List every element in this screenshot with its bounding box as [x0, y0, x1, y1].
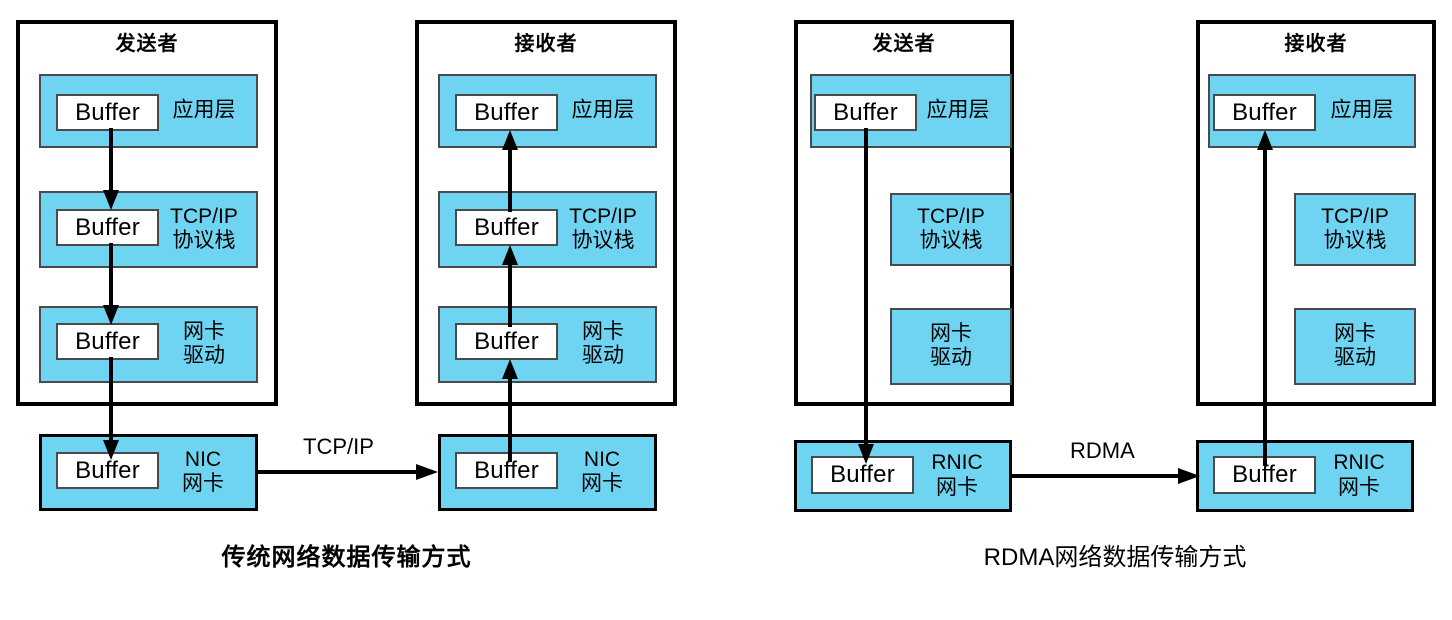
- traditional-sender-app-buffer: Buffer: [56, 94, 159, 131]
- traditional-receiver-nic-buffer: Buffer: [455, 452, 558, 489]
- traditional-receiver-arrow-driver-to-tcp: [499, 243, 521, 327]
- traditional-sender-nic-buffer: Buffer: [56, 452, 159, 489]
- traditional-sender-arrow-tcp-to-driver: [100, 243, 122, 327]
- rdma-receiver-app-buffer: Buffer: [1213, 94, 1316, 131]
- rdma-receiver-title: 接收者: [1284, 33, 1348, 55]
- rdma-sender-driver-layer-label: 网卡 驱动: [930, 321, 972, 370]
- traditional-receiver-nic-label: NIC 网卡: [581, 447, 623, 496]
- traditional-sender-driver-buffer: Buffer: [56, 323, 159, 360]
- traditional-link-label: TCP/IP: [303, 434, 374, 459]
- rdma-sender-rnic-label: RNIC 网卡: [931, 451, 983, 499]
- rdma-sender-tcp-layer-label: TCP/IP 协议栈: [917, 204, 985, 253]
- traditional-receiver-tcp-buffer: Buffer: [455, 209, 558, 246]
- traditional-receiver-title: 接收者: [514, 33, 578, 55]
- traditional-network-link-arrow: [258, 462, 440, 482]
- traditional-sender-arrow-app-to-tcp: [100, 128, 122, 212]
- traditional-sender-app-layer-label: 应用层: [172, 98, 236, 122]
- rdma-receiver-bypass-arrow: [1254, 128, 1276, 466]
- rdma-receiver-tcp-layer: TCP/IP 协议栈: [1294, 193, 1416, 266]
- traditional-sender-driver-layer-label: 网卡 驱动: [183, 319, 225, 368]
- traditional-receiver-driver-layer-label: 网卡 驱动: [582, 319, 624, 368]
- rdma-receiver-driver-layer-label: 网卡 驱动: [1334, 321, 1376, 370]
- traditional-receiver-arrow-tcp-to-app: [499, 128, 521, 212]
- rdma-receiver-tcp-layer-label: TCP/IP 协议栈: [1321, 204, 1389, 253]
- rdma-receiver-rnic-label: RNIC 网卡: [1333, 451, 1385, 499]
- traditional-sender-tcp-buffer: Buffer: [56, 209, 159, 246]
- traditional-receiver-app-buffer: Buffer: [455, 94, 558, 131]
- traditional-receiver-app-layer-label: 应用层: [571, 98, 635, 122]
- rdma-sender-rnic-buffer: Buffer: [811, 456, 914, 494]
- traditional-sender-arrow-driver-to-nic: [100, 357, 122, 462]
- rdma-sender-bypass-arrow: [855, 128, 877, 466]
- traditional-sender-title: 发送者: [115, 33, 179, 55]
- rdma-caption: RDMA网络数据传输方式: [983, 544, 1247, 571]
- rdma-sender-app-layer-label: 应用层: [926, 98, 990, 122]
- traditional-sender-tcp-layer-label: TCP/IP 协议栈: [170, 204, 238, 253]
- traditional-receiver-driver-buffer: Buffer: [455, 323, 558, 360]
- traditional-caption: 传统网络数据传输方式: [221, 544, 472, 571]
- rdma-sender-app-buffer: Buffer: [814, 94, 917, 131]
- traditional-receiver-tcp-layer-label: TCP/IP 协议栈: [569, 204, 637, 253]
- rdma-sender-tcp-layer: TCP/IP 协议栈: [890, 193, 1012, 266]
- rdma-link-label: RDMA: [1070, 438, 1135, 463]
- rdma-receiver-app-layer-label: 应用层: [1330, 98, 1394, 122]
- traditional-receiver-arrow-nic-to-driver: [499, 357, 521, 462]
- rdma-network-link-arrow: [1012, 466, 1202, 486]
- rdma-sender-title: 发送者: [872, 33, 936, 55]
- rdma-receiver-driver-layer: 网卡 驱动: [1294, 308, 1416, 385]
- traditional-sender-nic-label: NIC 网卡: [182, 447, 224, 496]
- rdma-sender-driver-layer: 网卡 驱动: [890, 308, 1012, 385]
